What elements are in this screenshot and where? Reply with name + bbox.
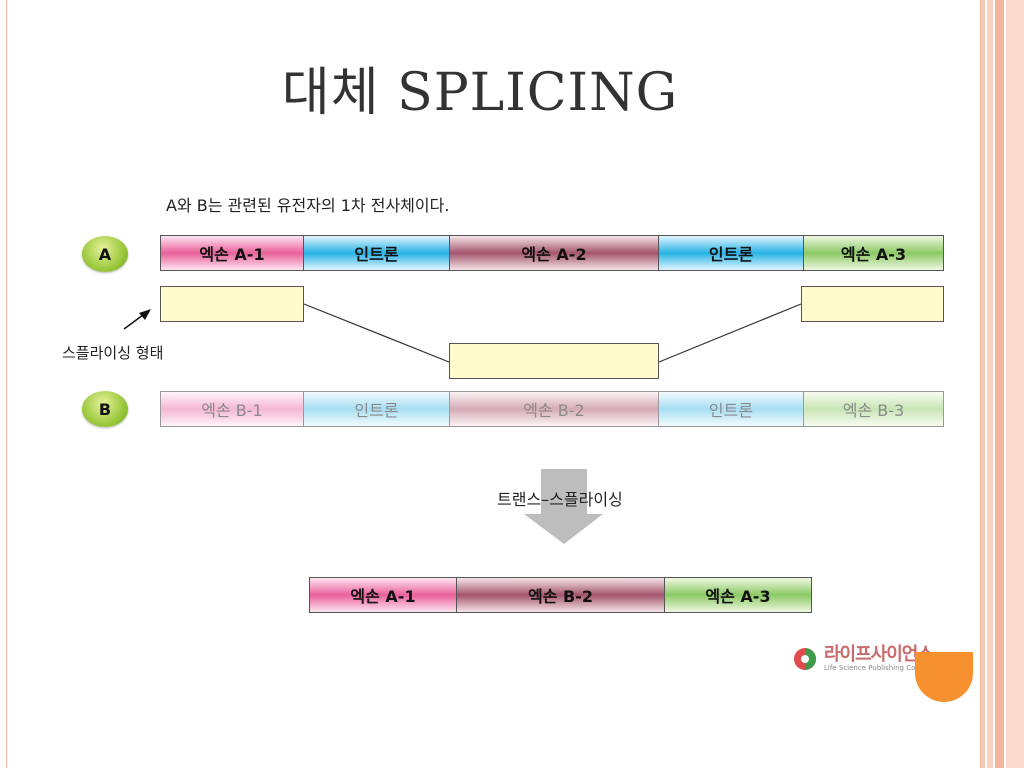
trans-splicing-label: 트랜스–스플라이싱 xyxy=(497,490,623,509)
gene-b-badge: B xyxy=(82,391,128,427)
result-exon-a3: 엑손 A-3 xyxy=(664,577,812,613)
splice-box-2 xyxy=(449,343,659,379)
gene-a-exon-2: 엑손 A-2 xyxy=(449,235,659,271)
gene-a-exon-3: 엑손 A-3 xyxy=(803,235,944,271)
gene-a-intron-1: 인트론 xyxy=(303,235,450,271)
gene-b-intron-2: 인트론 xyxy=(658,391,804,427)
logo-subtitle: Life Science Publishing Co. xyxy=(824,664,918,672)
gene-b-exon-3: 엑손 B-3 xyxy=(803,391,944,427)
gene-b-intron-1: 인트론 xyxy=(303,391,450,427)
splice-box-3 xyxy=(801,286,944,322)
diagram-caption: A와 B는 관련된 유전자의 1차 전사체이다. xyxy=(166,196,450,215)
logo-mark-icon xyxy=(794,648,816,670)
pointer-arrow-head xyxy=(139,309,151,320)
down-arrow xyxy=(524,469,603,544)
publisher-logo: 라이프사이언스 Life Science Publishing Co. xyxy=(792,644,934,672)
splice-box-1 xyxy=(160,286,304,322)
gene-a-intron-2: 인트론 xyxy=(658,235,804,271)
result-exon-a1: 엑손 A-1 xyxy=(309,577,457,613)
gene-a-exon-1: 엑손 A-1 xyxy=(160,235,304,271)
decorative-stripes xyxy=(981,0,1024,768)
gene-b-exon-1: 엑손 B-1 xyxy=(160,391,304,427)
gene-a-badge: A xyxy=(82,236,128,272)
logo-name: 라이프사이언스 xyxy=(824,644,934,665)
orange-accent-tab xyxy=(915,652,973,702)
gene-b-exon-2: 엑손 B-2 xyxy=(449,391,659,427)
result-exon-b2: 엑손 B-2 xyxy=(456,577,665,613)
slide-title: 대체 SPLICING xyxy=(281,63,679,123)
splicing-form-label: 스플라이싱 형태 xyxy=(62,344,164,362)
slide-frame xyxy=(6,0,981,768)
